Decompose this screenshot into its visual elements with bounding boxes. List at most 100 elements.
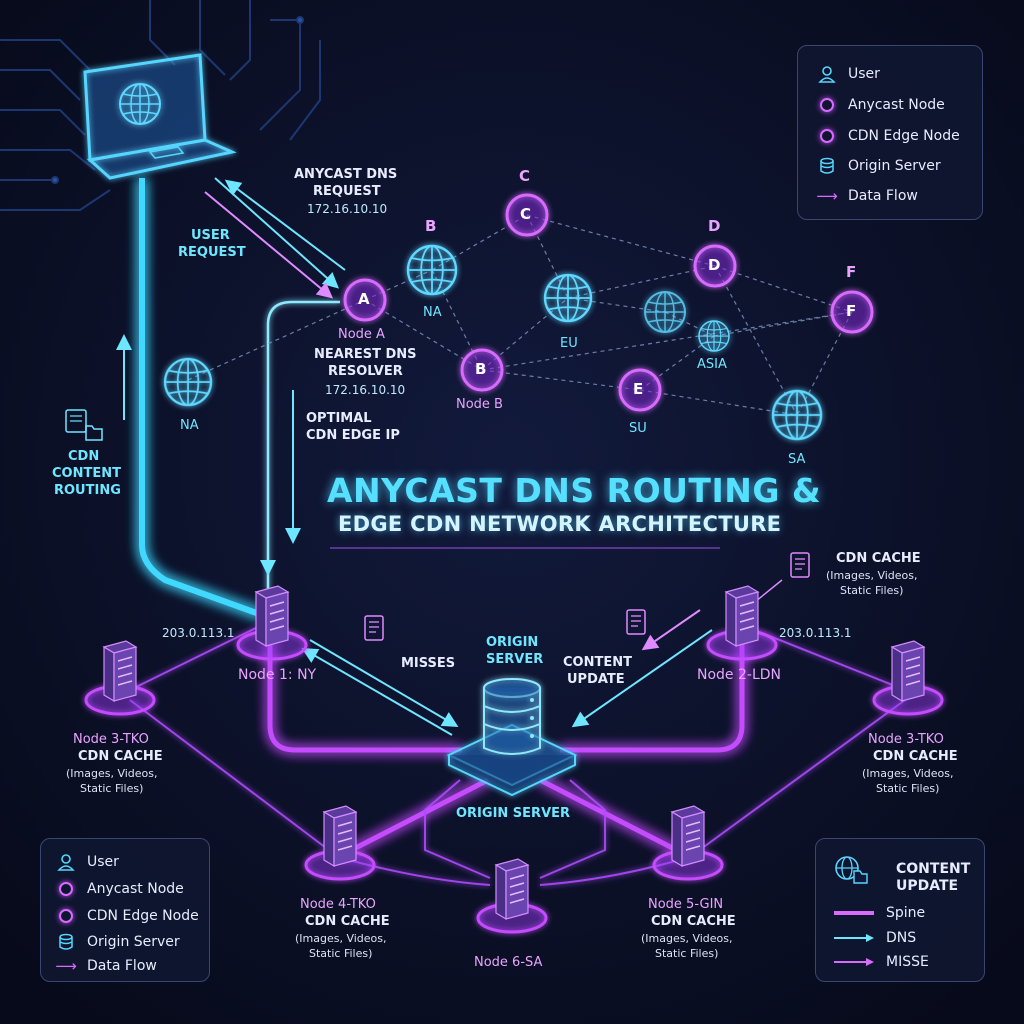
- globe-asia-icon: [698, 320, 730, 352]
- legend-row-misse: MISSE: [832, 952, 929, 972]
- cdn-routing-label-2: CONTENT: [52, 466, 121, 481]
- circuit-traces: [0, 0, 321, 211]
- cache-top-label: CDN CACHE: [836, 551, 921, 566]
- legend-row-user: User: [816, 64, 880, 84]
- globe-folder-icon: [834, 855, 868, 889]
- anycast-node-d: [693, 244, 737, 288]
- resolver-ip: 172.16.10.10: [325, 383, 406, 397]
- resolver-label: NEAREST DNS: [314, 347, 417, 362]
- cdn-routing-label-3: ROUTING: [54, 483, 121, 498]
- node2-ip: 203.0.113.1: [779, 626, 852, 640]
- node3l-cache: CDN CACHE: [78, 749, 163, 764]
- node5-cache: CDN CACHE: [651, 914, 736, 929]
- node5-name: Node 5-GIN: [648, 897, 724, 912]
- anycast-node-e: [618, 368, 662, 412]
- legend-row-dns: DNS: [832, 928, 916, 948]
- database-icon: [55, 932, 77, 952]
- node3r-cache: CDN CACHE: [873, 749, 958, 764]
- region-asia: ASIA: [697, 357, 727, 372]
- globe-na-top-icon: [406, 244, 458, 296]
- d-top-letter: D: [708, 217, 721, 235]
- content-update-label: CONTENT: [563, 655, 632, 670]
- origin-bottom-label: ORIGIN SERVER: [456, 806, 571, 821]
- node-a-name: Node A: [338, 327, 385, 342]
- dns-arrow-icon: [832, 928, 876, 948]
- legend-row-cdn-edge: CDN Edge Node: [55, 906, 199, 926]
- spine-line-icon: [832, 903, 876, 923]
- user-request-label: USER: [191, 228, 230, 243]
- user-spine-line: [139, 178, 264, 618]
- node-b-letter: B: [475, 360, 487, 378]
- f-top-letter: F: [846, 263, 857, 281]
- arrow-right-icon: ⟶: [816, 187, 838, 205]
- arrow-right-icon: ⟶: [55, 957, 77, 975]
- user-icon: [55, 852, 77, 872]
- legend-row-origin: Origin Server: [55, 932, 180, 952]
- legend-bottom-left: User Anycast Node CDN Edge Node Origin S…: [40, 838, 210, 982]
- c-top-letter: C: [519, 167, 531, 185]
- anycast-request-ip: 172.16.10.10: [307, 202, 388, 216]
- region-na-top: NA: [423, 305, 442, 320]
- node4-name: Node 4-TKO: [300, 897, 376, 912]
- anycast-node-c: [505, 193, 549, 237]
- node2-name: Node 2-LDN: [697, 667, 781, 683]
- legend-row-data-flow: ⟶ Data Flow: [816, 187, 918, 205]
- origin-top-label-2: SERVER: [486, 652, 544, 667]
- legend-row-spine: Spine: [832, 903, 925, 923]
- user-icon: [816, 64, 838, 84]
- legend-top: User Anycast Node CDN Edge Node Origin S…: [797, 45, 983, 220]
- database-icon: [816, 156, 838, 176]
- node4-sub1: (Images, Videos,: [295, 932, 387, 945]
- node5-sub2: Static Files): [655, 947, 719, 960]
- region-na-left: NA: [180, 418, 199, 433]
- cdn-edge-node-icon: [55, 906, 77, 926]
- origin-server-database-icon: [446, 678, 578, 797]
- node4-cache: CDN CACHE: [305, 914, 390, 929]
- node-d-letter: D: [708, 256, 721, 274]
- globe-eu-icon: [543, 273, 593, 323]
- folder-icon-routing: [65, 409, 103, 441]
- anycast-node-a: [343, 278, 387, 322]
- optimal-label: OPTIMAL: [306, 411, 372, 426]
- content-update-label-2: UPDATE: [567, 672, 625, 687]
- node3l-sub2: Static Files): [80, 782, 144, 795]
- legend-row-origin: Origin Server: [816, 156, 941, 176]
- node1-name: Node 1: NY: [238, 667, 317, 683]
- laptop-icon: [83, 53, 237, 180]
- globe-na-left-icon: [163, 357, 213, 407]
- node5-sub1: (Images, Videos,: [641, 932, 733, 945]
- user-request-label-2: REQUEST: [178, 245, 246, 260]
- cache-top-sub1: (Images, Videos,: [826, 569, 918, 582]
- anycast-node-b: [460, 348, 504, 392]
- region-sa: SA: [788, 452, 806, 467]
- node-e-letter: E: [633, 380, 644, 398]
- node3l-name: Node 3-TKO: [73, 732, 149, 747]
- b-top-letter: B: [425, 217, 437, 235]
- node3r-sub1: (Images, Videos,: [862, 767, 954, 780]
- anycast-request-label-2: REQUEST: [313, 184, 381, 199]
- anycast-node-icon: [816, 95, 838, 115]
- node-a-letter: A: [358, 290, 370, 308]
- node3r-name: Node 3-TKO: [868, 732, 944, 747]
- node3r-sub2: Static Files): [876, 782, 940, 795]
- node3l-sub1: (Images, Videos,: [66, 767, 158, 780]
- anycast-request-label: ANYCAST DNS: [294, 167, 398, 182]
- node6-name: Node 6-SA: [474, 955, 543, 970]
- optimal-label-2: CDN EDGE IP: [306, 428, 400, 443]
- node4-sub2: Static Files): [309, 947, 373, 960]
- cdn-edge-node-icon: [816, 126, 838, 146]
- title-line2: EDGE CDN NETWORK ARCHITECTURE: [338, 512, 782, 536]
- title-line1: ANYCAST DNS ROUTING &: [327, 471, 822, 510]
- node-b-name: Node B: [456, 397, 503, 412]
- anycast-node-icon: [55, 879, 77, 899]
- node-f-letter: F: [846, 302, 857, 320]
- misses-label: MISSES: [401, 656, 456, 671]
- legend-row-cdn-edge: CDN Edge Node: [816, 126, 960, 146]
- anycast-node-f: [830, 290, 874, 334]
- legend-heading-2: UPDATE: [896, 878, 959, 894]
- globe-sa-icon: [771, 389, 823, 441]
- node-c-letter: C: [520, 205, 532, 223]
- legend-row-data-flow: ⟶ Data Flow: [55, 957, 157, 975]
- cdn-routing-label: CDN: [68, 449, 100, 464]
- region-su: SU: [629, 421, 647, 436]
